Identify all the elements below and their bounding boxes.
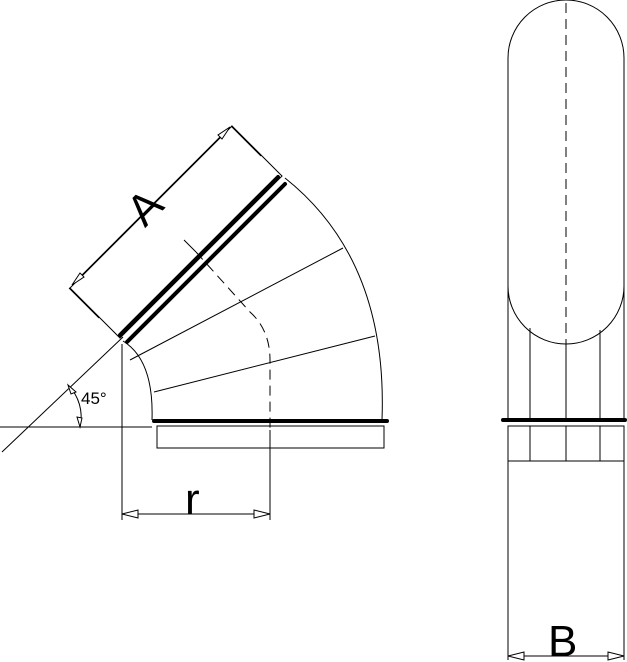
dimension-r-label: r [185,475,200,524]
dimension-r-arrow-1 [121,509,139,519]
angle-arrow-bottom [76,416,83,429]
angle-arrow-top [66,383,77,395]
segment-line-1 [129,247,344,361]
angle-label: 45° [81,389,107,408]
dimension-r-arrow-2 [253,509,271,519]
angle-reference-line [1,336,124,453]
dimension-a-label: A [117,179,173,235]
elbow-outer-curve [284,177,383,421]
top-flange-2 [125,182,287,344]
dimension-b-label: B [548,617,577,662]
top-spigot [69,125,283,339]
dimension-b-arrow-2 [607,651,625,661]
dimension-a-ext-1 [68,287,100,319]
dimension-a-arrow-1 [71,272,85,286]
segment-line-2 [153,335,376,393]
elbow-inner-curve [122,340,153,421]
dimension-a-line [71,126,231,286]
dimension-a-ext-2 [230,125,262,157]
centerline-dashed [195,251,271,430]
dimension-a-arrow-2 [217,126,231,140]
elbow-side-view: 45° A r [0,125,389,524]
spigot-tick [183,239,197,253]
dimension-b-arrow-1 [507,651,525,661]
elbow-front-view: B [501,0,627,662]
